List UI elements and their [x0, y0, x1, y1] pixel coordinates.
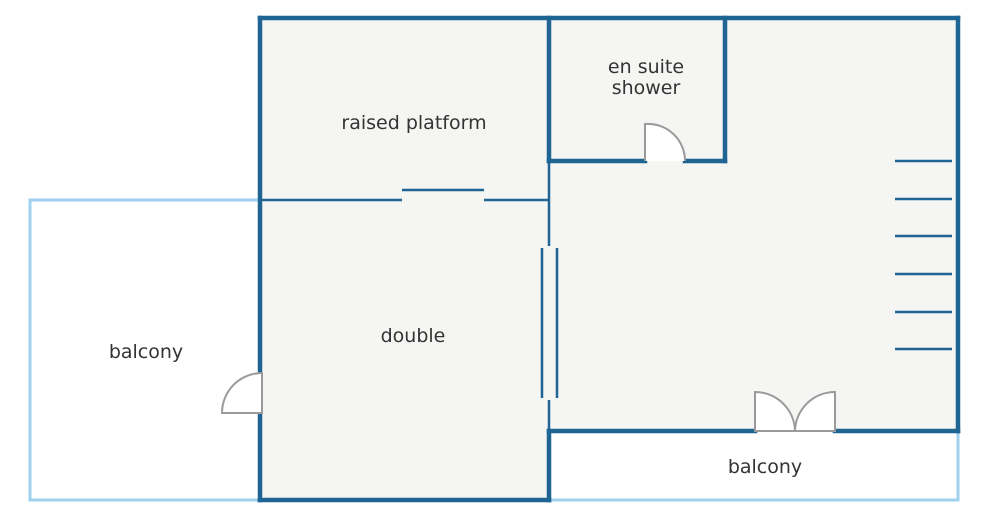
balcony-door-icon	[220, 371, 263, 414]
door-swing-icon	[644, 122, 687, 162]
balcony-bottom-outline	[549, 431, 960, 502]
floor-double-lower	[260, 431, 549, 500]
sliding-door-icon	[540, 248, 559, 398]
shelf-lines-icon	[895, 159, 952, 351]
double-door-icon	[754, 390, 836, 432]
walls	[257, 15, 961, 503]
label-balcony-bottom: balcony	[728, 456, 802, 478]
floor-fills	[260, 18, 958, 500]
label-balcony-left: balcony	[109, 341, 183, 363]
label-double: double	[381, 325, 446, 347]
partitions	[260, 161, 551, 431]
label-raised-platform: raised platform	[341, 112, 486, 134]
label-shower: shower	[612, 77, 681, 99]
label-en-suite: en suite	[608, 56, 684, 78]
floor-upper	[260, 18, 958, 431]
